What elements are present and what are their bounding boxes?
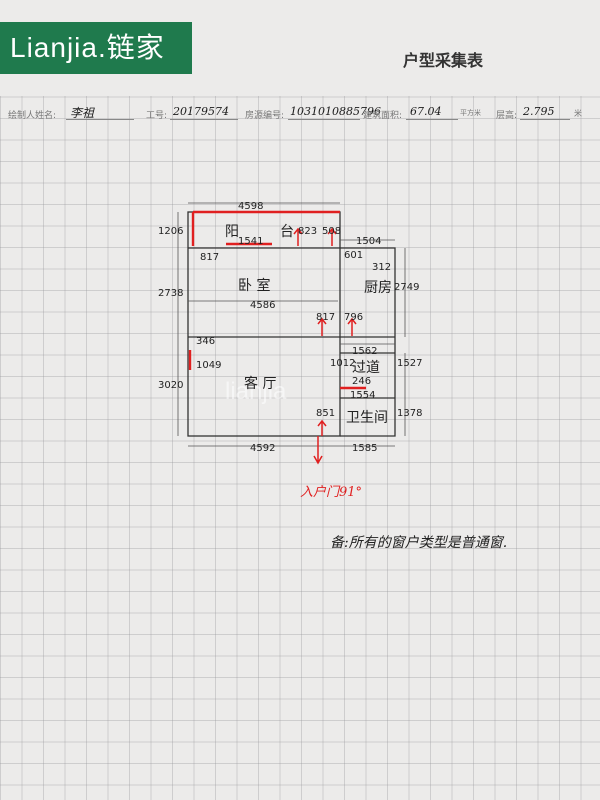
room-balcony: 阳 <box>225 224 239 240</box>
entrance-arrow <box>313 436 323 465</box>
main-outline <box>187 211 341 437</box>
info-row: 绘制人姓名: 李祖 工号: 20179574 房源编号: 10310108857… <box>8 104 598 122</box>
window-arrow <box>293 227 303 246</box>
lianjia-watermark: lianjia <box>225 378 287 405</box>
dim-1562: 1562 <box>352 346 377 357</box>
dim-246: 246 <box>352 376 371 387</box>
dim-817b: 817 <box>316 312 335 323</box>
dim-top: 4598 <box>238 201 263 212</box>
dim-346: 346 <box>196 336 215 347</box>
area-label: 建筑面积: <box>363 111 403 121</box>
dim-2738: 2738 <box>158 288 183 299</box>
house-id-label: 房源编号: <box>245 111 285 121</box>
employee-value: 20179574 <box>173 105 229 118</box>
dim-1206: 1206 <box>158 226 183 237</box>
dim-4586: 4586 <box>250 300 275 311</box>
height-unit: 米 <box>574 109 582 118</box>
logo-text: Lianjia.链家 <box>10 32 165 63</box>
dim-4592: 4592 <box>250 443 275 454</box>
entrance-label: 入户门91° <box>300 485 362 500</box>
door-arrow <box>317 317 327 336</box>
dim-508: 508 <box>322 226 341 237</box>
dim-1049: 1049 <box>196 360 221 371</box>
room-bedroom: 卧 室 <box>238 277 270 294</box>
door-arrow <box>347 317 357 336</box>
height-label: 层高: <box>496 111 518 121</box>
dim-796: 796 <box>344 312 363 323</box>
dim-1585: 1585 <box>352 443 377 454</box>
room-corridor: 过道 <box>352 360 380 376</box>
dim-312: 312 <box>372 262 391 273</box>
window-arrow <box>327 227 337 246</box>
remark-note: 备:所有的窗户类型是普通窗. <box>330 535 508 551</box>
right-wing <box>340 247 396 437</box>
door-arrow <box>317 419 327 436</box>
dim-851: 851 <box>316 408 335 419</box>
dim-1378: 1378 <box>397 408 422 419</box>
dim-1012: 1012 <box>330 358 355 369</box>
drawer-value: 李祖 <box>70 106 95 120</box>
room-living: 客 厅 <box>244 375 276 392</box>
dim-1504: 1504 <box>356 236 381 247</box>
dim-1527: 1527 <box>397 358 422 369</box>
lianjia-logo: Lianjia.链家 <box>0 22 192 74</box>
dim-3020: 3020 <box>158 380 183 391</box>
form-title: 户型采集表 <box>403 51 484 70</box>
dim-823: 823 <box>298 226 317 237</box>
house-id-value: 1031010885796 <box>290 105 381 118</box>
drawer-label: 绘制人姓名: <box>8 111 57 121</box>
area-unit: 平方米 <box>460 109 481 117</box>
height-value: 2.795 <box>523 105 555 118</box>
dim-1541: 1541 <box>238 236 263 247</box>
room-kitchen: 厨房 <box>364 280 392 296</box>
dim-817a: 817 <box>200 252 219 263</box>
area-value: 67.04 <box>410 105 442 118</box>
employee-label: 工号: <box>146 111 168 121</box>
dim-1554: 1554 <box>350 390 375 401</box>
room-bathroom: 卫生间 <box>346 410 388 426</box>
dim-2749: 2749 <box>394 282 419 293</box>
dim-601: 601 <box>344 250 363 261</box>
room-balcony-tai: 台 <box>280 224 294 240</box>
